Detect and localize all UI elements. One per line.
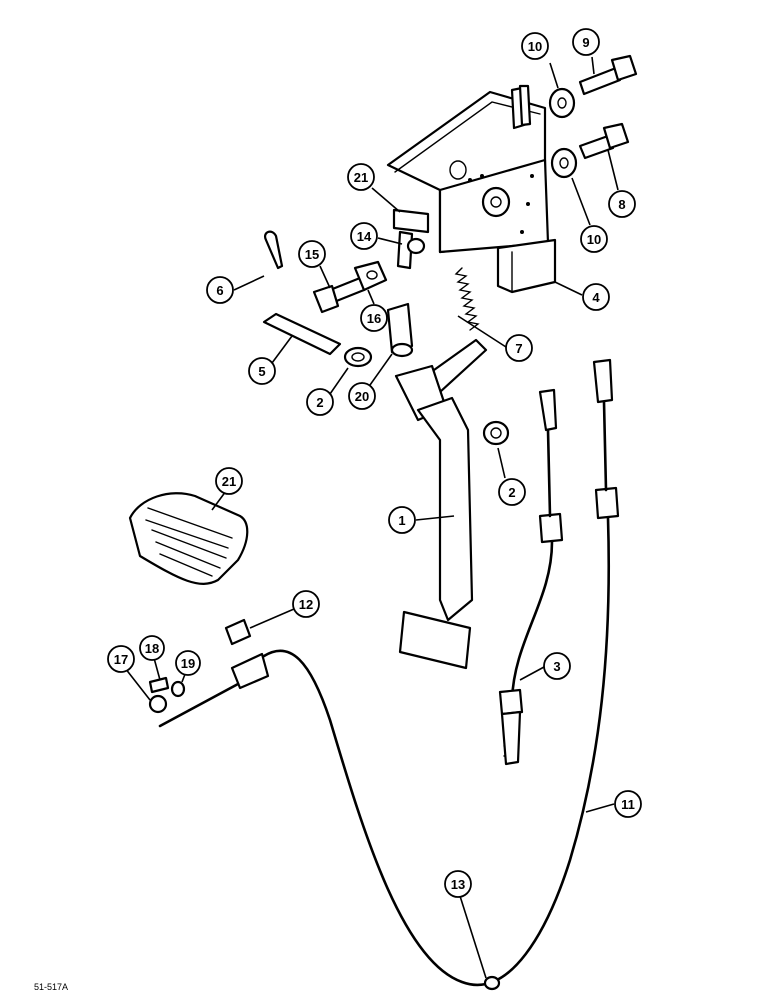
callout-12: 12 (292, 590, 320, 618)
callout-16: 16 (360, 304, 388, 332)
mounting-bracket (386, 84, 557, 294)
svg-text:8: 8 (618, 197, 625, 212)
callout-8: 8 (608, 190, 636, 218)
figure-reference: 51-517A (34, 982, 68, 992)
bushing-right (482, 420, 510, 446)
callout-5: 5 (248, 357, 276, 385)
callout-10-lower: 10 (580, 225, 608, 253)
bolt-15-nut-16 (312, 260, 388, 314)
callout-10-upper: 10 (521, 32, 549, 60)
return-spring (454, 267, 480, 331)
svg-text:2: 2 (508, 485, 515, 500)
callout-3: 3 (543, 652, 571, 680)
callout-18: 18 (139, 635, 165, 661)
cable-11 (158, 358, 620, 991)
callout-7: 7 (505, 334, 533, 362)
svg-text:15: 15 (305, 247, 319, 262)
svg-text:20: 20 (355, 389, 369, 404)
svg-text:6: 6 (216, 283, 223, 298)
sleeve-20 (386, 302, 414, 358)
svg-text:21: 21 (222, 474, 236, 489)
callout-19: 19 (175, 650, 201, 676)
callout-21-upper: 21 (347, 163, 375, 191)
callout-14: 14 (350, 222, 378, 250)
washer-lower (550, 147, 578, 179)
callout-9: 9 (572, 28, 600, 56)
svg-text:21: 21 (354, 170, 368, 185)
svg-text:19: 19 (181, 656, 195, 671)
callout-4: 4 (582, 283, 610, 311)
svg-text:7: 7 (515, 341, 522, 356)
callout-2-left: 2 (306, 388, 334, 416)
callout-15: 15 (298, 240, 326, 268)
svg-text:1: 1 (398, 513, 405, 528)
clevis-fittings (148, 676, 186, 714)
svg-text:9: 9 (582, 35, 589, 50)
pedal-arm (394, 338, 488, 670)
svg-text:12: 12 (299, 597, 313, 612)
svg-text:13: 13 (451, 877, 465, 892)
svg-text:10: 10 (528, 39, 542, 54)
cotter-pin (264, 230, 284, 270)
pivot-pin (262, 312, 342, 356)
pedal-pad (128, 492, 249, 585)
callout-bubbles: 10 9 8 10 21 14 15 6 (107, 28, 642, 898)
svg-text:10: 10 (587, 232, 601, 247)
callout-11: 11 (614, 790, 642, 818)
callout-2-right: 2 (498, 478, 526, 506)
svg-text:5: 5 (258, 364, 265, 379)
svg-text:17: 17 (114, 652, 128, 667)
svg-text:11: 11 (621, 797, 635, 812)
svg-text:4: 4 (592, 290, 600, 305)
washer-upper (548, 87, 576, 119)
svg-text:2: 2 (316, 395, 323, 410)
bolt-8 (578, 122, 630, 160)
callout-6: 6 (206, 276, 234, 304)
svg-text:16: 16 (367, 311, 381, 326)
callout-13: 13 (444, 870, 472, 898)
bushing-left (343, 346, 373, 368)
cable-clip (224, 618, 252, 646)
callout-20: 20 (348, 382, 376, 410)
cable-3 (498, 388, 564, 766)
callout-1: 1 (388, 506, 416, 534)
svg-text:3: 3 (553, 659, 560, 674)
callout-17: 17 (107, 645, 135, 673)
adjuster-assembly (392, 208, 430, 270)
svg-text:14: 14 (357, 229, 372, 244)
callout-21-lower: 21 (215, 467, 243, 495)
bolt-9 (578, 54, 638, 96)
svg-text:18: 18 (145, 641, 159, 656)
